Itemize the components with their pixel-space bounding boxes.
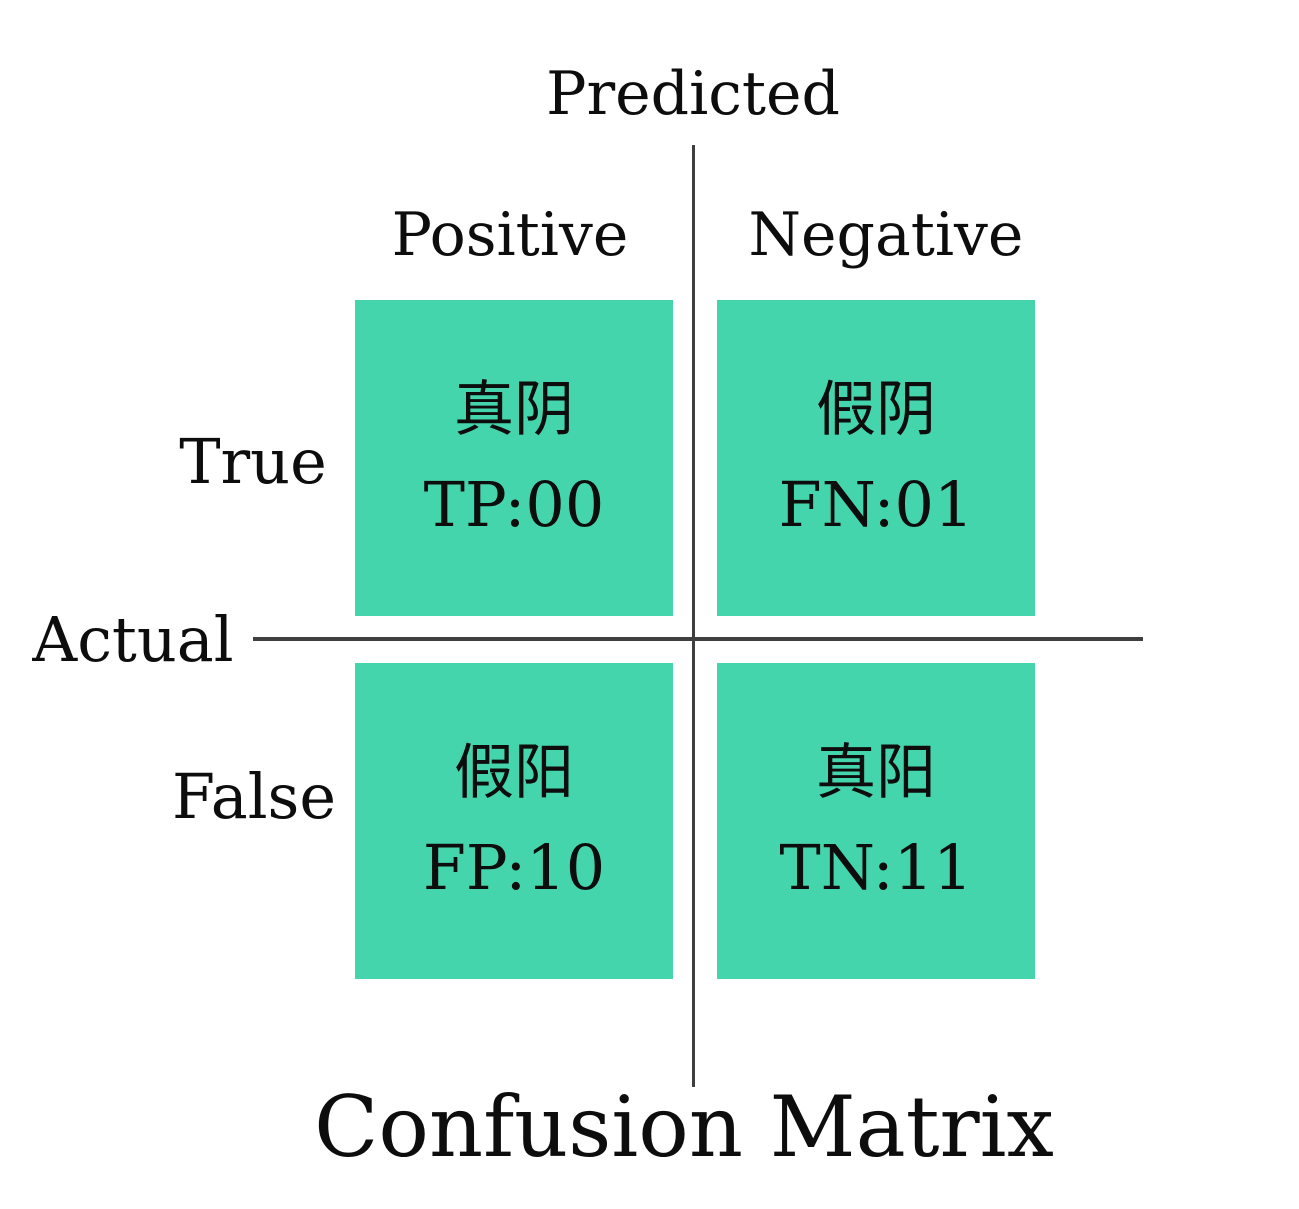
row-header-false: False bbox=[171, 760, 337, 833]
cell-false-positive: 假阳 FP:10 bbox=[355, 663, 673, 979]
cell-label-code: FP:10 bbox=[422, 831, 606, 904]
cell-true-negative: 真阳 TN:11 bbox=[717, 663, 1035, 979]
horizontal-axis-line bbox=[253, 637, 1143, 641]
cell-label-chinese: 假阳 bbox=[454, 738, 574, 808]
cell-label-code: FN:01 bbox=[778, 468, 974, 541]
cell-true-positive: 真阴 TP:00 bbox=[355, 300, 673, 616]
cell-label-chinese: 假阴 bbox=[816, 375, 936, 445]
actual-axis-label: Actual bbox=[32, 603, 234, 676]
cell-label-code: TP:00 bbox=[423, 468, 605, 541]
row-header-true: True bbox=[179, 425, 327, 498]
column-header-negative: Negative bbox=[748, 200, 1024, 270]
predicted-axis-label: Predicted bbox=[546, 59, 840, 129]
cell-label-code: TN:11 bbox=[779, 831, 973, 904]
column-header-positive: Positive bbox=[391, 200, 629, 270]
cell-false-negative: 假阴 FN:01 bbox=[717, 300, 1035, 616]
diagram-title: Confusion Matrix bbox=[314, 1078, 1054, 1176]
cell-label-chinese: 真阳 bbox=[816, 738, 936, 808]
vertical-axis-line bbox=[692, 145, 695, 1087]
cell-label-chinese: 真阴 bbox=[454, 375, 574, 445]
